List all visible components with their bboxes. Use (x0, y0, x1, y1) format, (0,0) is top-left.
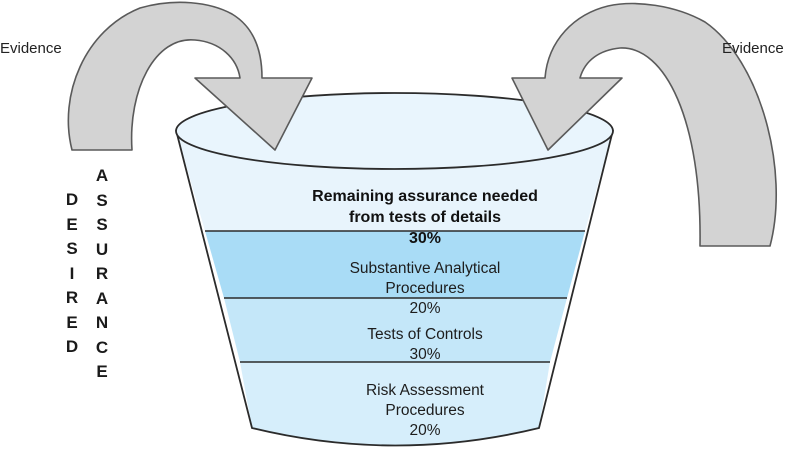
right-evidence-arrow (511, 2, 777, 247)
vertical-letter: U (95, 239, 109, 259)
layer-tests-of-controls (224, 298, 567, 362)
vertical-letter: N (95, 313, 109, 332)
vertical-letter: C (95, 337, 109, 357)
vertical-letter: E (66, 214, 78, 234)
vertical-letter: A (95, 166, 109, 185)
left-evidence-arrow (67, 1, 313, 151)
layer-percent: 30% (409, 346, 441, 363)
vertical-letter: I (69, 263, 75, 283)
layer-percent: 20% (409, 300, 441, 317)
layer-percent: 20% (409, 422, 441, 439)
risk-assessment-text: Risk Assessment Procedures 20% (240, 381, 610, 441)
layer-line: Procedures (385, 280, 465, 297)
layer-substantive-analytical (205, 231, 585, 298)
layer-line: from tests of details (348, 209, 502, 226)
layer-line: Tests of Controls (367, 326, 483, 343)
vertical-letter: D (65, 337, 79, 356)
substantive-analytical-text: Substantive Analytical Procedures 20% (240, 259, 610, 319)
layer-line: Risk Assessment (365, 382, 484, 399)
layer-line: Remaining assurance needed (312, 188, 538, 205)
vertical-letter: S (96, 215, 108, 234)
layer-risk-assessment (240, 362, 550, 446)
vertical-letter: R (65, 288, 79, 307)
layer-percent: 30% (408, 230, 442, 247)
vertical-letter: A (95, 288, 109, 308)
right-evidence-label: Evidence (722, 40, 784, 57)
layer-line: Procedures (385, 402, 465, 419)
vertical-letter: S (96, 190, 108, 210)
layer-line: Substantive Analytical (349, 260, 501, 277)
remaining-assurance-text: Remaining assurance needed from tests of… (240, 186, 610, 249)
vertical-letter: D (65, 190, 79, 209)
vertical-letter: E (96, 362, 108, 381)
left-evidence-label: Evidence (0, 40, 62, 57)
bucket-outline (175, 129, 614, 447)
tests-of-controls-text: Tests of Controls 30% (240, 325, 610, 365)
vertical-letter: S (66, 239, 78, 258)
vertical-letter: E (66, 312, 78, 332)
vertical-letter: R (95, 264, 109, 283)
